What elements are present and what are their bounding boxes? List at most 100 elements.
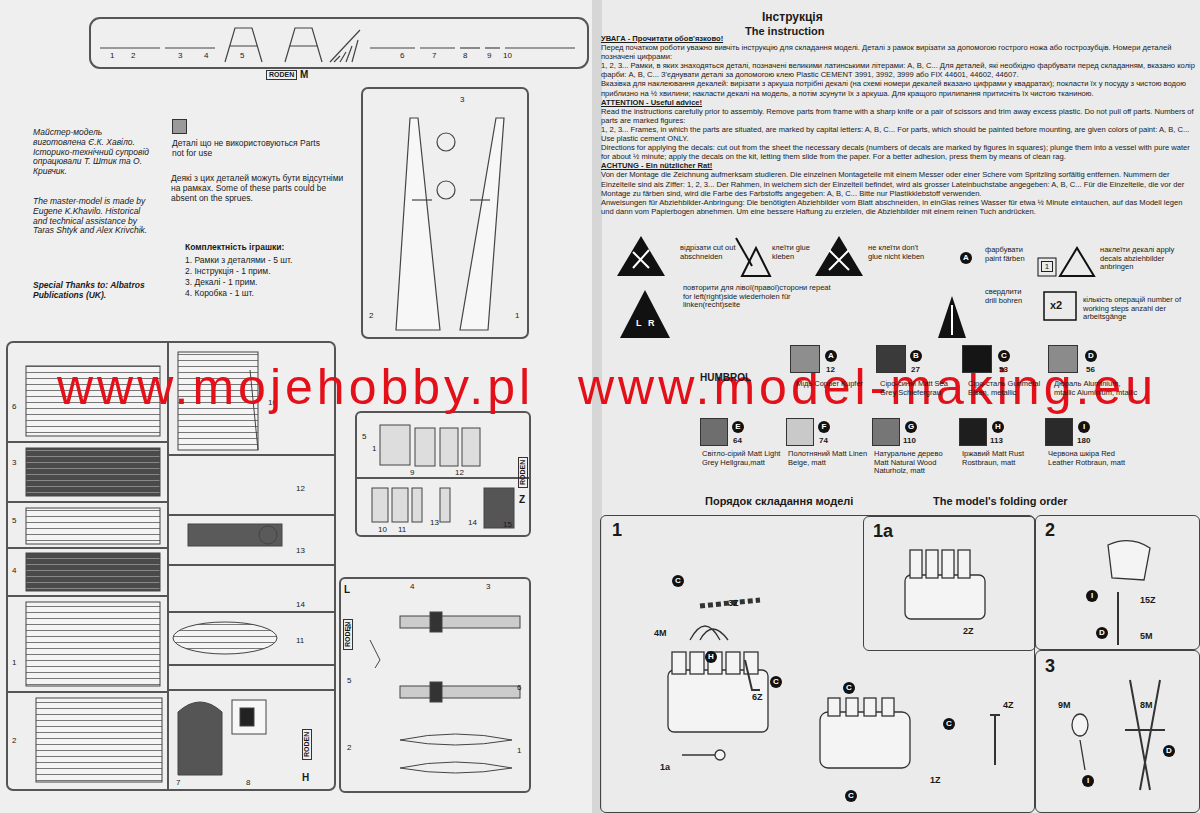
part-number: 15 [503, 520, 512, 529]
color-swatch [172, 119, 187, 134]
part-number: 12 [455, 468, 464, 477]
part-number: 7 [432, 51, 436, 60]
color-swatch [1048, 345, 1078, 373]
part-number: 11 [398, 525, 406, 534]
instruction-text: Вказівка для наклеювання декалей: виріза… [601, 79, 1195, 97]
decal-number: 1 [1041, 261, 1053, 272]
paint-code: B [910, 350, 922, 362]
part-callout: 3Z [728, 598, 739, 608]
part-number: 2 [12, 736, 16, 745]
sprue-letter: L [344, 584, 350, 596]
paint-code: C [770, 676, 782, 688]
paint-code: C [843, 682, 855, 694]
step-number: 2 [1045, 520, 1055, 541]
section-heading: The model's folding order [933, 495, 1068, 508]
contents-item: 2. Інструкція - 1 прим. [185, 267, 271, 277]
legend-text: Сіро-синій Matt Sea Grey Schiefergrau [880, 380, 960, 397]
color-swatch [959, 418, 987, 446]
paint-number: 74 [819, 436, 828, 445]
brand-name: HUMBROL [700, 372, 751, 384]
part-number: 14 [468, 518, 477, 527]
sprue-label: RODEN [343, 619, 353, 650]
paint-number: 56 [1086, 365, 1095, 374]
legend-text: Червона шкіра Red Leather Rotbraun, matt [1048, 450, 1128, 467]
paint-code: C [672, 575, 684, 587]
part-number: 11 [296, 636, 304, 645]
part-number: 1 [515, 311, 519, 320]
paint-code: C [845, 790, 857, 802]
part-callout: 8M [1140, 700, 1153, 710]
part-number: 6 [517, 683, 521, 692]
color-swatch [786, 418, 814, 446]
step-number: 1a [873, 521, 893, 542]
part-callout: 5M [1140, 631, 1153, 641]
part-callout: 1Z [930, 775, 941, 785]
part-number: 1 [517, 746, 521, 755]
legend-text: Сіро-сталь Gunmetal Eisen, metallic [968, 380, 1048, 397]
part-callout: 9M [1058, 700, 1071, 710]
paint-code: D [1085, 350, 1097, 362]
part-number: 8 [246, 778, 250, 787]
note: Деякі з цих деталей можуть бути відсутні… [171, 174, 349, 203]
part-number: 9 [487, 51, 491, 60]
part-number: 5 [12, 516, 16, 525]
color-swatch [876, 345, 906, 373]
color-swatch [790, 345, 820, 373]
instruction-text: Read the instructions carefully prior to… [601, 107, 1195, 125]
step-panel: 1 3Z 4M 6Z 1a 4Z 1Z C H C C C C 1a2Z [600, 515, 1035, 813]
credits-note: Майстер-модель виготовлена Є.К. Хавіло. … [33, 128, 151, 177]
part-callout: 4M [654, 628, 667, 638]
instruction-text: Von der Montage die Zeichnung aufmerksam… [601, 170, 1195, 197]
legend-text: Мідь Copper Kupfer [796, 380, 874, 389]
paint-number: 113 [990, 436, 1003, 445]
paint-code: D [1163, 745, 1175, 757]
part-number: 10 [378, 525, 387, 534]
part-callout: 1a [660, 762, 670, 772]
notice-heading: ATTENTION - Useful advice! [601, 98, 1195, 107]
contents-item: 1. Рамки з деталями - 5 шт. [185, 256, 292, 266]
part-number: 1 [12, 658, 16, 667]
legend-text: кількість операцій number of working ste… [1083, 296, 1193, 322]
heading: The instruction [745, 25, 824, 38]
part-number: 1 [372, 444, 376, 453]
legend-text: клеїти glue kleben [772, 244, 818, 261]
notice-heading: УВАГА - Прочитати обов'язково! [601, 34, 1195, 43]
instruction-text: Directions for applying the decals: cut … [601, 143, 1195, 161]
part-number: 10 [503, 51, 512, 60]
sprue-label: RODEN [518, 457, 528, 488]
paint-code: C [943, 718, 955, 730]
legend-text: Натуральне дерево Matt Natural Wood Natu… [874, 450, 954, 476]
part-number: 14 [296, 600, 305, 609]
part-number: 5 [240, 51, 244, 60]
paint-number: 110 [903, 436, 916, 445]
instruction-text: 1, 2, 3... Рамки, в яких знаходяться дет… [601, 61, 1195, 79]
text-column: УВАГА - Прочитати обов'язково!Перед поча… [601, 34, 1195, 216]
sprue-label: RODEN [266, 70, 297, 80]
part-number: 13 [296, 546, 305, 555]
part-number: 9 [410, 468, 414, 477]
step-panel: 1a2Z [863, 516, 1036, 651]
part-number: 3 [486, 582, 490, 591]
contents-heading: Комплектність іграшки: [185, 243, 284, 253]
heading: Інструкція [762, 11, 823, 25]
step-number: 1 [612, 520, 622, 541]
part-number: 4 [410, 582, 414, 591]
contents-item: 3. Декалі - 1 прим. [185, 278, 257, 288]
part-callout: 6Z [752, 692, 763, 702]
part-number: 6 [400, 51, 404, 60]
contents-item: 4. Коробка - 1 шт. [185, 289, 254, 299]
step-panel: 2 15Z 5M I D [1035, 515, 1200, 650]
instruction-text: 1, 2, 3... Frames, in which the parts ar… [601, 125, 1195, 143]
paint-code: A [960, 252, 972, 264]
instruction-text: Anweisungen für Abziehbilder-Anbringung:… [601, 198, 1195, 216]
paint-code: I [1082, 775, 1094, 787]
color-swatch [872, 418, 900, 446]
paint-code: D [1096, 627, 1108, 639]
part-callout: 4Z [1003, 700, 1014, 710]
part-number: 2 [347, 743, 351, 752]
paint-code: H [705, 651, 717, 663]
part-callout: 15Z [1140, 595, 1156, 605]
paint-code: I [1078, 421, 1090, 433]
paint-code: C [998, 350, 1010, 362]
paint-code: I [1086, 590, 1098, 602]
